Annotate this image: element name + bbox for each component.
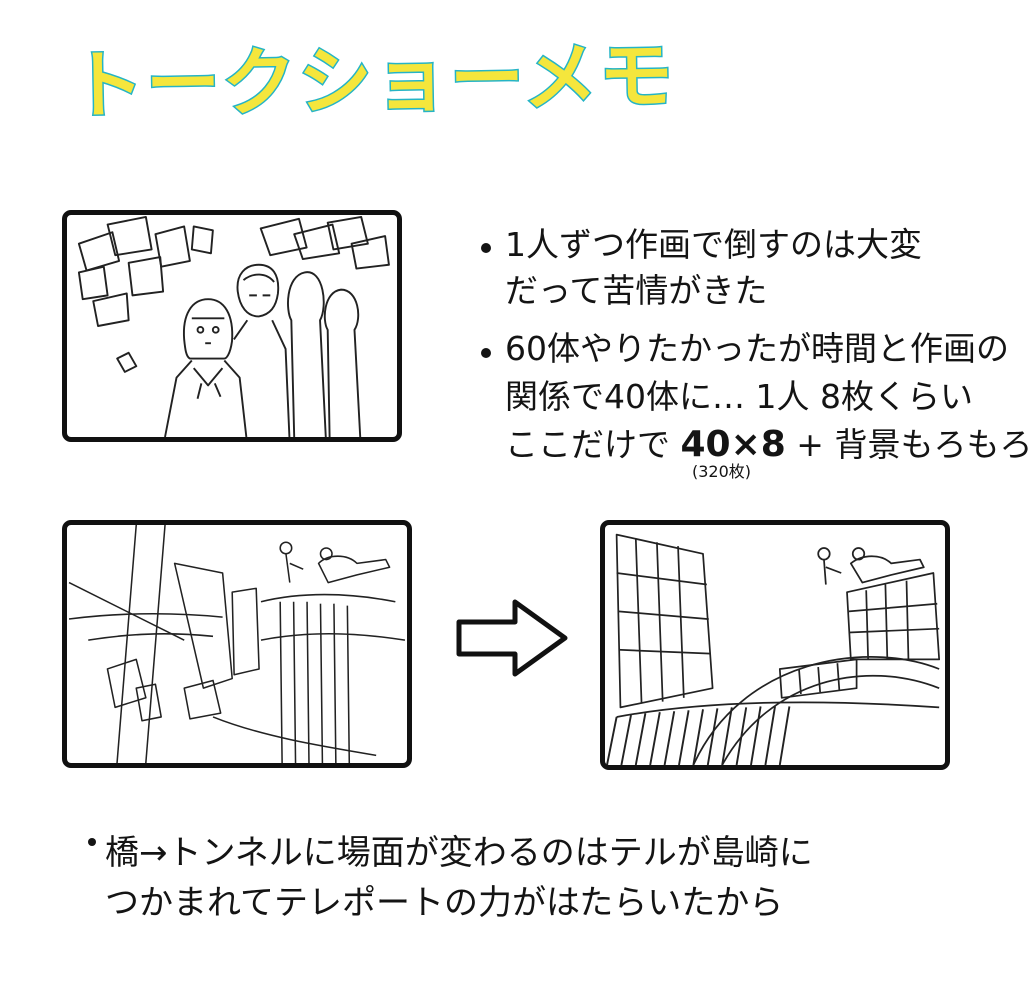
bridge-rough-drawing [68, 524, 406, 764]
note-3-line-2: つかまれてテレポートの力がはたらいたから [105, 883, 784, 923]
note-2-line-3-prefix: ここだけで [505, 425, 681, 464]
note-1-line-2: だって苦情がきた [505, 271, 768, 310]
note-2-line-2: 関係で40体に… 1人 8枚くらい [505, 377, 973, 416]
note-3-line-1: 橋→トンネルに場面が変わるのはテルが島崎に [105, 833, 813, 873]
note-1-line-1: 1人ずつ作画で倒すのは大変 [505, 225, 922, 264]
bullet-2 [481, 348, 491, 358]
note-2-line-3: ここだけで 40×8 + 背景もろもろ [505, 422, 1032, 468]
note-2-line-3-formula: 40×8 [680, 424, 786, 465]
panel-bridge-clean [600, 520, 950, 770]
bridge-clean-drawing [606, 533, 941, 766]
page-title: トークショーメモ [68, 31, 677, 131]
panel-crowd-sketch [62, 210, 402, 442]
note-2-line-3-suffix: + 背景もろもろ [785, 425, 1032, 464]
note-2-line-1: 60体やりたかったが時間と作画の [505, 329, 1009, 368]
bullet-3 [88, 838, 96, 846]
note-2-subnote: (320枚) [692, 462, 752, 481]
panel-bridge-rough [62, 520, 412, 768]
bullet-1 [481, 243, 491, 253]
right-arrow-icon [456, 599, 568, 677]
crowd-sketch-drawing [77, 215, 390, 438]
